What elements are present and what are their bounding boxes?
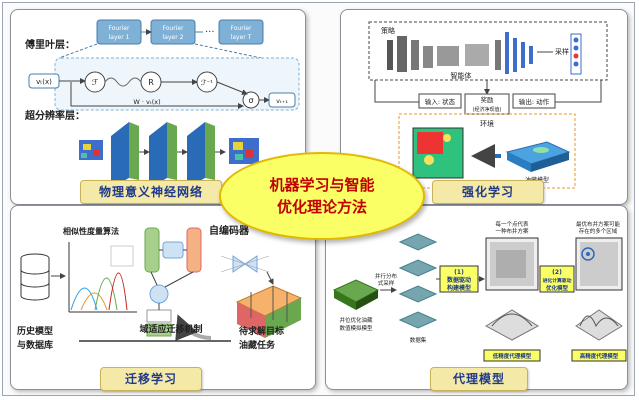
- low-fidelity-surface: [484, 309, 540, 341]
- sample-label: 采样: [555, 47, 569, 56]
- low-fidelity-scatter: [485, 237, 539, 291]
- transfer-title: 迁移学习: [100, 367, 202, 391]
- svg-text:Fourier: Fourier: [162, 25, 184, 32]
- transfer-node: [149, 284, 169, 304]
- superres-layer-label: 超分辨率层：: [24, 109, 85, 122]
- svg-text:vₜ₊₁: vₜ₊₁: [276, 97, 288, 105]
- output-action-box: [512, 93, 556, 109]
- fourier-layer-t: Fourier layer T: [218, 19, 264, 45]
- panel-transfer-learning: 相似性度量算法 自编码器: [10, 205, 316, 390]
- well-label-2: 数值模拟模型: [339, 324, 373, 332]
- superres-block-3: [187, 122, 215, 188]
- autoencoder-label: 自编码器: [209, 224, 250, 237]
- svg-text:高精度代理模型: 高精度代理模型: [580, 352, 619, 360]
- svg-text:(2): (2): [552, 269, 562, 276]
- svg-text:(1): (1): [454, 269, 464, 276]
- rl-diagram: 策略 智能体 采样 输入: 状态: [368, 21, 608, 189]
- svg-text:Fourier: Fourier: [108, 25, 130, 32]
- high-fidelity-scatter: [575, 237, 623, 291]
- dataset-label: 数据集: [410, 336, 427, 344]
- svg-text:数据驱动: 数据驱动: [447, 276, 471, 284]
- well-label-1: 井位优化油藏: [339, 316, 373, 324]
- policy-label: 策略: [381, 26, 395, 35]
- surrogate-diagram: 井位优化油藏 数值模拟模型 并行分布 式采样 数据集 (1) 数据驱动 构建模型…: [332, 220, 627, 362]
- action-probabilities: [570, 33, 582, 75]
- w-label: W · vₜ(x): [133, 98, 160, 106]
- high-fidelity-surface: [575, 309, 623, 341]
- panel-surrogate-model: 井位优化油藏 数值模拟模型 并行分布 式采样 数据集 (1) 数据驱动 构建模型…: [325, 205, 628, 390]
- svg-text:vₜ(x): vₜ(x): [36, 78, 52, 86]
- history-label-1: 历史模型: [17, 325, 53, 337]
- similarity-label: 相似性度量算法: [63, 226, 119, 236]
- target-reservoir-model: [235, 285, 303, 338]
- surrogate-title: 代理模型: [430, 367, 528, 391]
- encoder-columns: [144, 227, 202, 273]
- superres-input-map: [79, 140, 103, 160]
- fourier-layer-2: Fourier layer 2: [150, 19, 196, 45]
- svg-text:σ: σ: [248, 96, 253, 105]
- best-label-2: 存在的多个区域: [579, 227, 618, 235]
- physics-nn-title: 物理意义神经网络: [80, 180, 222, 204]
- point-label-2: 一种布井方案: [495, 227, 529, 235]
- svg-text:R: R: [148, 78, 154, 87]
- superres-output-map: [229, 138, 259, 164]
- best-label-1: 最优布井方案可能: [576, 220, 621, 228]
- svg-text:Fourier: Fourier: [230, 25, 252, 32]
- parallel-label-2: 式采样: [378, 279, 395, 287]
- svg-text:进化计算驱动: 进化计算驱动: [543, 277, 572, 284]
- point-label-1: 每一个点代表: [495, 220, 529, 228]
- vt1-output-box: [268, 92, 296, 108]
- transfer-diagram: 相似性度量算法 自编码器: [17, 224, 303, 351]
- policy-network: [387, 32, 533, 74]
- svg-text:layer 2: layer 2: [163, 34, 184, 41]
- svg-text:低精度代理模型: 低精度代理模型: [492, 352, 532, 360]
- database-icon: [20, 253, 50, 301]
- similarity-chart: [68, 242, 137, 313]
- physics-nn-diagram: 傅里叶层： 超分辨率层： Fourier layer 1 Fourier lay…: [24, 19, 300, 188]
- well-simulation-model: [332, 279, 380, 310]
- svg-text:输入: 状态: 输入: 状态: [425, 97, 456, 106]
- environment-label: 环境: [480, 119, 494, 128]
- svg-text:ℱ: ℱ: [92, 78, 98, 87]
- parallel-label-1: 并行分布: [375, 272, 398, 280]
- agent-label: 智能体: [451, 71, 472, 80]
- domain-label: 域适应迁移机制: [139, 323, 202, 335]
- reservoir-grid: [412, 127, 464, 179]
- fourier-ellipsis: ···: [205, 27, 215, 38]
- history-label-2: 与数据库: [17, 339, 53, 351]
- input-state-box: [418, 93, 462, 109]
- central-topic: 机器学习与智能 优化理论方法: [219, 152, 425, 240]
- target-label-2: 油藏任务: [239, 339, 276, 351]
- high-model-box: [571, 349, 627, 362]
- step2-box: [539, 265, 575, 293]
- feedback-arrow: [175, 314, 212, 342]
- autoencoder-network: [220, 255, 270, 273]
- target-label-1: 待求解目标: [239, 325, 284, 337]
- svg-text:layer T: layer T: [231, 34, 252, 41]
- fourier-layer-label: 傅里叶层：: [24, 38, 75, 51]
- central-title-line-1: 机器学习与智能: [269, 176, 375, 194]
- superres-block-1: [111, 122, 139, 188]
- central-title-line-2: 优化理论方法: [276, 198, 367, 216]
- dataset-stack: [398, 233, 438, 329]
- svg-text:构建模型: 构建模型: [447, 284, 471, 292]
- svg-text:优化模型: 优化模型: [546, 284, 569, 292]
- feature-block: [146, 309, 172, 323]
- superres-block-2: [149, 122, 177, 188]
- svg-text:奖励: 奖励: [481, 95, 495, 104]
- rl-title: 强化学习: [432, 180, 544, 204]
- svg-text:ℱ⁻¹: ℱ⁻¹: [201, 79, 213, 87]
- reservoir-3d-model: [505, 141, 571, 172]
- svg-text:layer 1: layer 1: [109, 34, 130, 41]
- fourier-layer-1: Fourier layer 1: [96, 19, 142, 45]
- panel-physics-nn: 傅里叶层： 超分辨率层： Fourier layer 1 Fourier lay…: [10, 9, 306, 205]
- agent-box: [368, 21, 608, 81]
- svg-text:(经济净现值): (经济净现值): [473, 106, 502, 113]
- svg-text:输出: 动作: 输出: 动作: [519, 97, 550, 106]
- low-model-box: [483, 349, 541, 362]
